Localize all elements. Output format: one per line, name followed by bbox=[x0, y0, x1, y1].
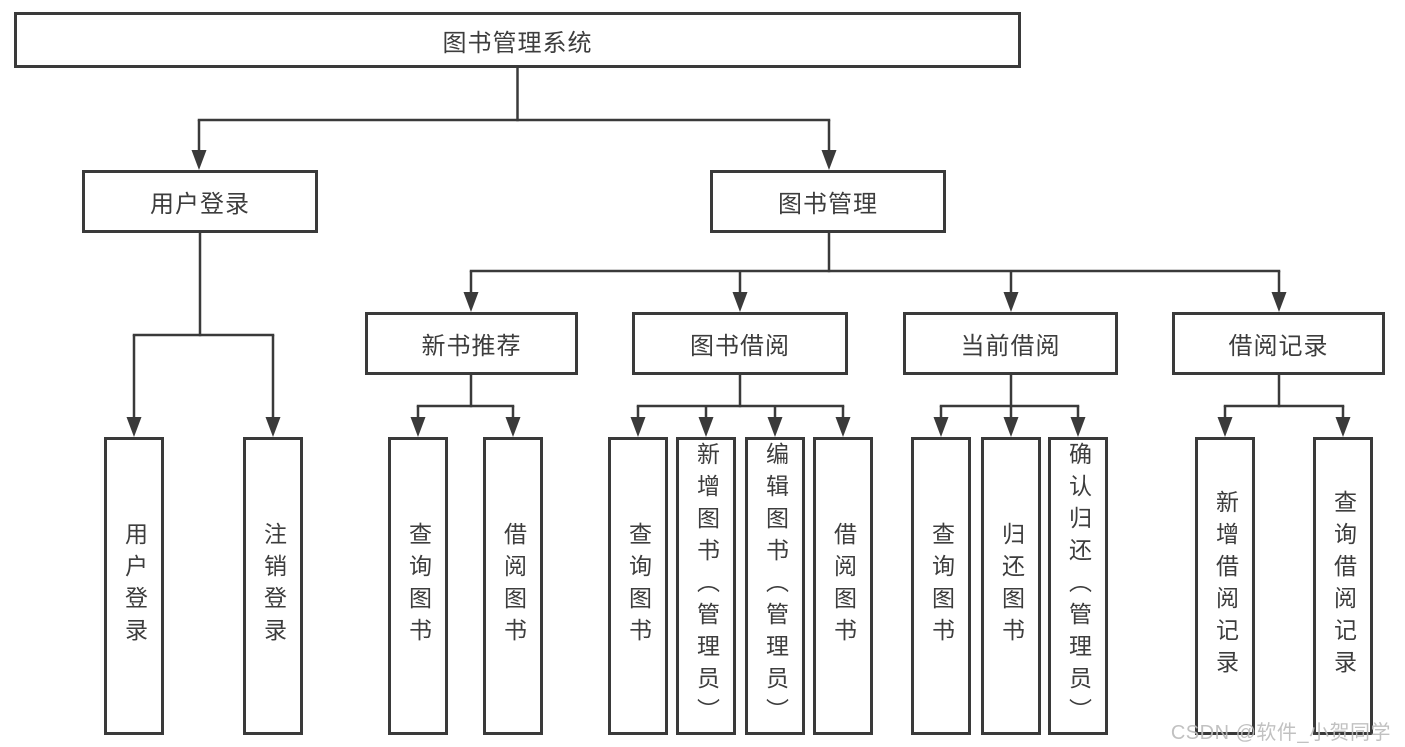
node-root-system: 图书管理系统 bbox=[14, 12, 1021, 68]
leaf-query-books-recommend: 查询图书 bbox=[388, 437, 448, 735]
node-book-management: 图书管理 bbox=[710, 170, 946, 233]
leaf-query-books-current: 查询图书 bbox=[911, 437, 971, 735]
node-book-borrowing: 图书借阅 bbox=[632, 312, 848, 375]
csdn-watermark: CSDN @软件_小贺同学 bbox=[1170, 722, 1391, 744]
node-user-login: 用户登录 bbox=[82, 170, 318, 233]
leaf-query-books-borrow: 查询图书 bbox=[608, 437, 668, 735]
leaf-return-book: 归还图书 bbox=[981, 437, 1041, 735]
leaf-add-borrow-record: 新增借阅记录 bbox=[1195, 437, 1255, 735]
node-new-book-recommend: 新书推荐 bbox=[365, 312, 578, 375]
leaf-query-borrow-record: 查询借阅记录 bbox=[1313, 437, 1373, 735]
leaf-add-book-admin: 新增图书（管理员） bbox=[676, 437, 736, 735]
leaf-edit-book-admin: 编辑图书（管理员） bbox=[745, 437, 805, 735]
leaf-confirm-return-admin: 确认归还（管理员） bbox=[1048, 437, 1108, 735]
leaf-borrow-books: 借阅图书 bbox=[813, 437, 873, 735]
leaf-borrow-books-recommend: 借阅图书 bbox=[483, 437, 543, 735]
leaf-logout: 注销登录 bbox=[243, 437, 303, 735]
node-borrowing-records: 借阅记录 bbox=[1172, 312, 1385, 375]
leaf-user-login: 用户登录 bbox=[104, 437, 164, 735]
node-current-borrowing: 当前借阅 bbox=[903, 312, 1118, 375]
